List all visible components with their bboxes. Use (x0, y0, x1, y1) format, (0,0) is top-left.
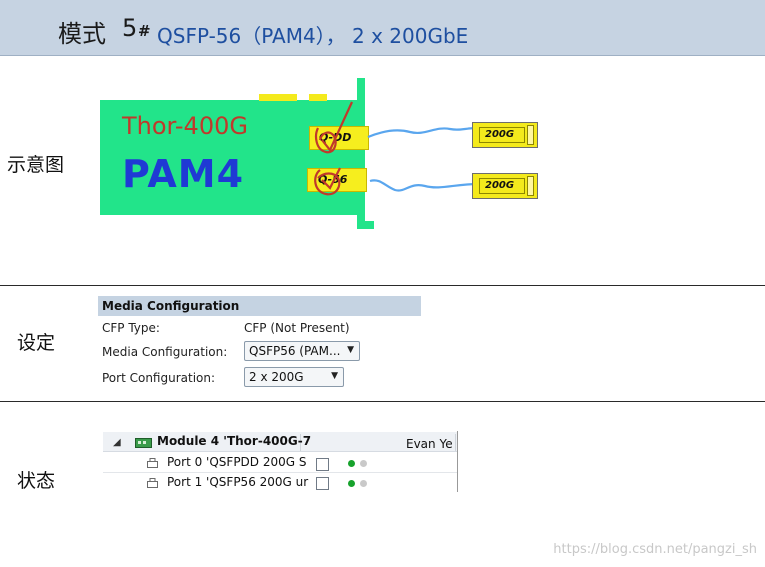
section-label-settings: 设定 (17, 332, 56, 354)
section-label-diagram: 示意图 (7, 154, 65, 176)
transceiver-module-bottom: 200G (472, 173, 538, 199)
cfp-type-label: CFP Type: (102, 321, 160, 335)
port-0-label[interactable]: Port 0 'QSFPDD 200G S (167, 455, 307, 469)
port-config-label: Port Configuration: (102, 371, 216, 385)
port-0-link-led (348, 460, 355, 467)
cfp-type-value: CFP (Not Present) (244, 321, 350, 335)
transceiver-module-top: 200G (472, 122, 538, 148)
nic-card-bracket-foot (357, 221, 374, 229)
check-mark-bottom (314, 167, 341, 196)
status-tree (103, 431, 458, 492)
module-icon (135, 438, 152, 448)
port-icon (147, 478, 158, 488)
mode-hash: # (138, 22, 151, 40)
nic-card-bracket (357, 78, 365, 226)
chevron-down-icon: ▼ (347, 345, 354, 355)
tree-row-module[interactable] (103, 432, 457, 452)
media-config-label: Media Configuration: (102, 345, 228, 359)
module-name: Module 4 'Thor-400G-7 (157, 434, 312, 448)
port-config-selected: 2 x 200G (249, 370, 304, 384)
port-config-dropdown[interactable]: 2 x 200G ▼ (244, 367, 344, 387)
section-divider (0, 285, 765, 286)
watermark: https://blog.csdn.net/pangzi_sh (553, 542, 757, 557)
port-1-activity-led (360, 480, 367, 487)
expand-triangle-icon[interactable]: ◢ (113, 437, 121, 448)
section-label-status: 状态 (17, 470, 56, 492)
port-1-link-led (348, 480, 355, 487)
port-1-label[interactable]: Port 1 'QSFP56 200G ur (167, 475, 309, 489)
media-config-dropdown[interactable]: QSFP56 (PAM... ▼ (244, 341, 360, 361)
nic-card-modulation: PAM4 (122, 152, 245, 196)
cable-bottom (369, 179, 479, 192)
nic-card-connector (309, 94, 327, 101)
transceiver-top-label: 200G (485, 129, 515, 140)
media-config-header (98, 296, 421, 316)
transceiver-bottom-label: 200G (485, 180, 515, 191)
port-qsfpdd: Q-DD (309, 126, 369, 150)
media-config-selected: QSFP56 (PAM... (249, 344, 341, 358)
mode-number: 5 (122, 14, 138, 42)
port-0-checkbox[interactable] (316, 458, 329, 471)
port-1-checkbox[interactable] (316, 477, 329, 490)
port-icon (147, 458, 158, 468)
mode-label: 模式 (58, 20, 106, 48)
module-user: Evan Ye (406, 437, 453, 451)
nic-card-name: Thor-400G (122, 112, 248, 140)
title-banner (0, 0, 765, 56)
cable-top (367, 126, 479, 139)
diagram-overlay (314, 101, 479, 196)
nic-card-connector (259, 94, 297, 101)
section-divider (0, 401, 765, 402)
check-mark-top (315, 101, 353, 154)
chevron-down-icon: ▼ (331, 371, 338, 381)
media-config-title: Media Configuration (102, 299, 240, 313)
nic-card-body (100, 100, 360, 215)
port-0-activity-led (360, 460, 367, 467)
mode-subtitle: QSFP-56（PAM4）， 2 x 200GbE (157, 24, 469, 48)
